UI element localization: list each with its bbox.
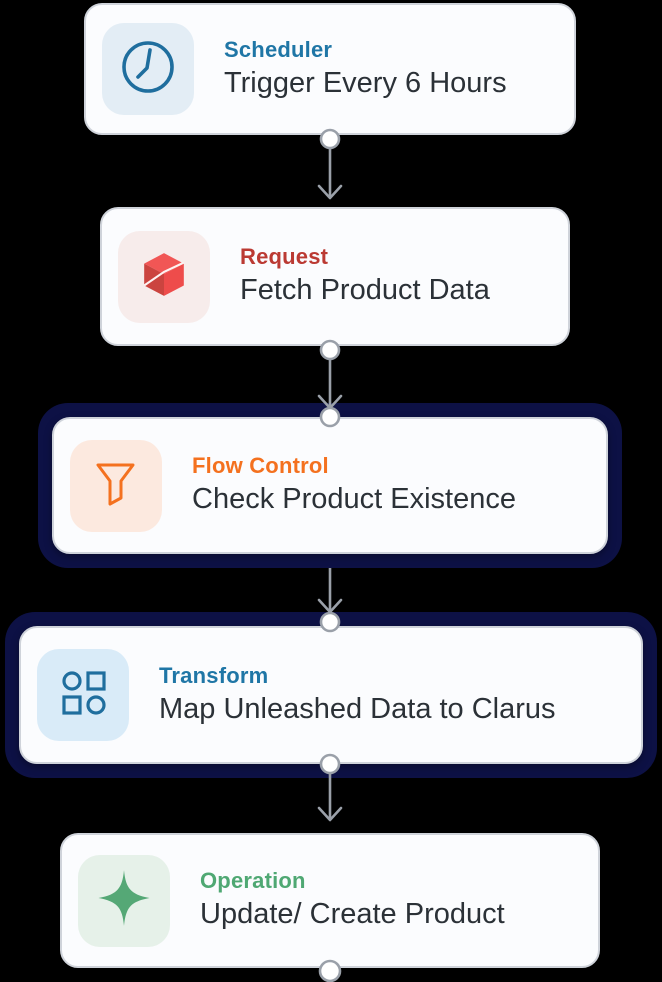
node-title: Update/ Create Product [200,898,505,931]
input-port-flow-control[interactable] [319,406,341,428]
flow-control-icon-box [70,439,162,532]
node-category-label: Scheduler [224,36,333,62]
output-port-request[interactable] [319,339,341,361]
clock-icon [119,38,177,101]
output-port-scheduler[interactable] [319,128,341,150]
node-title: Trigger Every 6 Hours [224,66,507,99]
arrowhead-icon [317,806,343,822]
selection-outline-flow-control: Flow Control Check Product Existence [38,403,622,568]
request-icon-box [118,230,210,323]
cube-icon [140,250,188,303]
node-flow-control[interactable]: Flow Control Check Product Existence [52,417,608,554]
node-category-label: Transform [159,662,269,688]
arrowhead-icon [317,184,343,200]
node-operation[interactable]: Operation Update/ Create Product [60,833,600,968]
arrowhead-icon [317,598,343,614]
scheduler-icon-box [102,23,194,115]
node-category-label: Flow Control [192,453,329,479]
node-category-label: Operation [200,868,306,894]
output-port-operation[interactable] [318,959,342,982]
node-request[interactable]: Request Fetch Product Data [100,207,570,346]
operation-icon-box [78,854,170,947]
output-port-transform[interactable] [319,753,341,775]
funnel-icon [91,458,141,513]
selection-outline-transform: Transform Map Unleashed Data to Clarus [5,612,657,778]
input-port-transform[interactable] [319,611,341,633]
node-title: Check Product Existence [192,483,516,516]
transform-icon-box [37,649,129,741]
sparkle-icon [96,869,152,932]
node-transform[interactable]: Transform Map Unleashed Data to Clarus [19,626,643,764]
node-title: Fetch Product Data [240,274,490,307]
node-scheduler[interactable]: Scheduler Trigger Every 6 Hours [84,3,576,135]
node-title: Map Unleashed Data to Clarus [159,692,556,725]
shapes-icon [58,668,108,723]
node-category-label: Request [240,244,329,270]
